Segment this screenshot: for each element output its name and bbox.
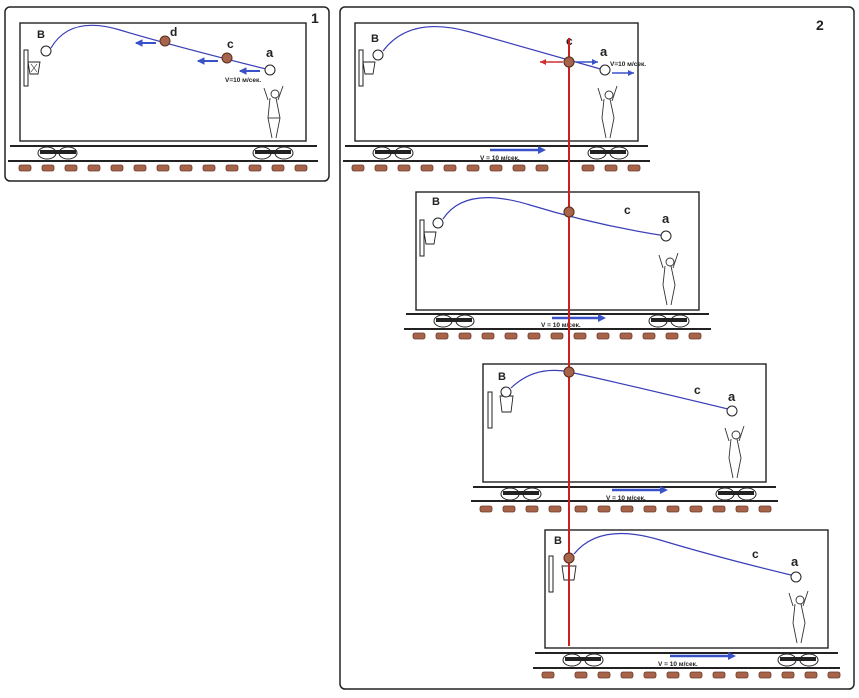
ball-at-player [660,230,672,242]
ball-marker-step-4 [563,552,575,564]
train-speed-label: V = 10 м/сек. [606,495,646,502]
speed-label: V=10 м/сек. [225,77,261,84]
player-figure [263,85,284,139]
ball-velocity-arrows [540,59,634,76]
wagon-body [354,22,639,142]
train-velocity-arrow [490,146,546,154]
wagon-body [415,191,700,311]
ball-marker-step-1 [563,56,575,68]
panel-1-number: 1 [311,10,319,26]
hoop-label: B [498,371,506,383]
bogie-right [777,653,819,667]
wagon-panel-2-step-4: B c a V = 10 м/сек. [533,529,841,679]
bogie-left [433,314,475,328]
player-label: a [266,45,274,60]
point-c-label: c [752,547,759,561]
player-label: a [728,389,736,404]
train-speed-label: V = 10 м/сек. [541,322,581,329]
ball-at-hoop [432,217,444,229]
wagon-body [482,363,767,483]
ball-at-player [790,571,802,583]
player-label: a [791,554,799,569]
train-velocity-arrow [552,314,606,322]
basketball-hoop [23,49,41,87]
ball-marker-step-2 [563,206,575,218]
bogie-left [372,146,414,160]
bogie-left [562,653,604,667]
point-c-label: c [694,383,701,397]
bogie-left [37,146,78,160]
player-figure [597,85,618,139]
player-figure [788,590,809,644]
hoop-label: B [37,29,45,41]
ball-point-c [221,52,233,64]
wagon-panel-2-step-1: B c a V=10 м/сек. V = 10 м/сек. [343,22,650,172]
wagon-panel-1: B d c a V=10 м/сек. [8,22,318,172]
wagon-body [544,529,829,649]
sleepers [18,164,308,172]
panel-2-frame [339,6,855,690]
ball-trajectory [510,369,733,411]
basketball-hoop [358,49,376,87]
ball-point-d [159,35,171,47]
player-label: a [600,44,608,59]
hoop-label: B [371,33,379,45]
ball-at-player [264,64,276,76]
ball-trajectory [50,24,271,71]
ball-trajectory [382,26,605,71]
bogie-left [500,487,542,501]
sleepers [479,505,772,513]
bogie-right [587,146,629,160]
ball-at-hoop [500,386,512,398]
speed-label: V=10 м/сек. [610,61,646,68]
bogie-right [252,146,294,160]
wagon-panel-2-step-2: B c a V = 10 м/сек. [404,191,711,340]
train-velocity-arrow [612,486,668,494]
hoop-label: B [554,535,562,547]
bogie-right [648,314,690,328]
basketball-hoop [548,555,577,593]
ball-at-player [726,405,738,417]
train-speed-label: V = 10 м/сек. [480,155,520,162]
player-label: a [662,211,670,226]
train-velocity-arrow [670,652,736,660]
ball-at-player [599,64,611,76]
ball-trajectory [573,533,796,577]
panel-1-frame [4,6,330,182]
point-d-label: d [170,25,177,39]
hoop-label: B [432,196,440,208]
ball-marker-step-3 [563,366,575,378]
point-c-label: c [624,203,631,217]
wagon-panel-2-step-3: B c a V = 10 м/сек. [471,363,778,513]
point-c-label: c [227,37,234,51]
player-figure [658,252,679,306]
ball-at-hoop [40,45,52,57]
ball-trajectory [442,196,667,237]
bogie-right [715,487,757,501]
player-figure [724,425,745,479]
train-speed-label: V = 10 м/сек. [658,661,698,668]
sleepers [541,671,841,679]
basketball-hoop [419,219,437,257]
panel-2-number: 2 [816,17,824,33]
sleepers [351,164,641,172]
direction-arrows [134,39,260,75]
ball-at-hoop [372,49,384,61]
sleepers [412,332,702,340]
